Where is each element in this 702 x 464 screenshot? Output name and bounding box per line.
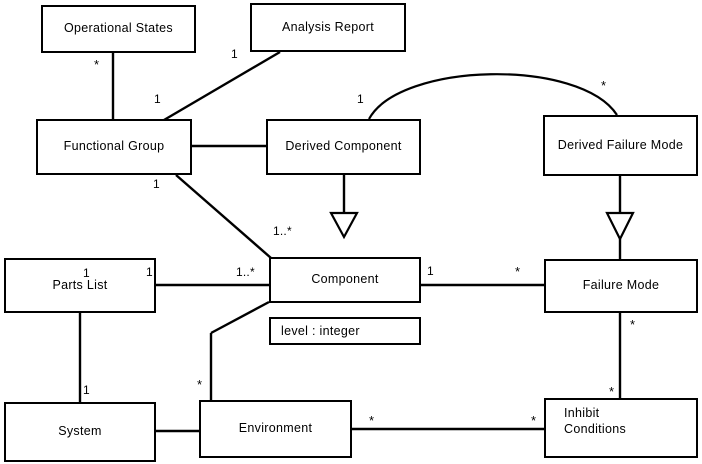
class-name-system: System	[58, 424, 102, 439]
multiplicity-environment-component: *	[197, 377, 203, 392]
class-box-derived-failure-mode[interactable]: Derived Failure Mode	[543, 115, 698, 176]
multiplicity-inhibit-conditions-left: *	[531, 413, 537, 428]
multiplicity-inhibit-conditions-top: *	[609, 384, 615, 399]
class-box-component[interactable]: Component	[269, 257, 421, 303]
multiplicity-failure-mode-down: *	[630, 317, 636, 332]
class-box-environment[interactable]: Environment	[199, 400, 352, 458]
class-name-component: Component	[311, 272, 379, 287]
class-box-failure-mode[interactable]: Failure Mode	[544, 259, 698, 313]
attribute-compartment-component[interactable]: level : integer	[269, 317, 421, 345]
class-name-parts-list: Parts List	[52, 277, 108, 292]
multiplicity-functional-group-top: 1	[154, 92, 161, 106]
class-box-derived-component[interactable]: Derived Component	[266, 119, 421, 175]
class-box-system[interactable]: System	[4, 402, 156, 462]
multiplicity-component-right: 1	[427, 264, 434, 278]
multiplicity-component-diagonal: 1..*	[273, 224, 292, 238]
multiplicity-derived-component-arc: 1	[357, 92, 364, 106]
class-name-derived-failure-mode: Derived Failure Mode	[557, 137, 684, 152]
class-name-operational-states: Operational States	[64, 21, 173, 36]
class-name-inhibit-conditions: Inhibit Conditions	[564, 406, 627, 436]
multiplicity-system-parts-list: 1	[83, 383, 90, 397]
class-box-operational-states[interactable]: Operational States	[41, 5, 196, 53]
class-name-environment: Environment	[238, 421, 313, 436]
multiplicity-component-left: 1..*	[236, 265, 255, 279]
multiplicity-environment-right: *	[369, 413, 375, 428]
class-name-derived-component: Derived Component	[285, 139, 402, 154]
multiplicity-parts-list-component: 1	[146, 265, 153, 279]
class-box-parts-list[interactable]: Parts List	[4, 258, 156, 313]
class-name-functional-group: Functional Group	[63, 139, 165, 154]
generalization-triangle-failure-mode	[605, 211, 635, 242]
class-box-analysis-report[interactable]: Analysis Report	[250, 3, 406, 52]
multiplicity-functional-group-bottom: 1	[153, 177, 160, 191]
multiplicity-failure-mode-left: *	[515, 264, 521, 279]
connector-component-environment-diagonal	[210, 300, 270, 335]
multiplicity-functional-group-analysis-report: 1	[231, 47, 238, 61]
class-name-analysis-report: Analysis Report	[281, 19, 375, 34]
class-box-functional-group[interactable]: Functional Group	[36, 119, 192, 175]
multiplicity-derived-failure-mode-arc: *	[601, 78, 607, 93]
class-box-inhibit-conditions[interactable]: Inhibit Conditions	[544, 398, 698, 458]
connector-functional-group-analysis-report	[163, 50, 281, 122]
generalization-triangle-component	[329, 211, 359, 240]
connector-derived-component-derived-failure-mode	[368, 73, 618, 120]
connector-functional-group-component	[175, 174, 272, 259]
class-name-failure-mode: Failure Mode	[582, 278, 660, 293]
attribute-component-level: level : integer	[281, 324, 360, 338]
multiplicity-operational-states-functional-group: *	[94, 57, 100, 72]
multiplicity-parts-list-system: 1	[83, 266, 90, 280]
